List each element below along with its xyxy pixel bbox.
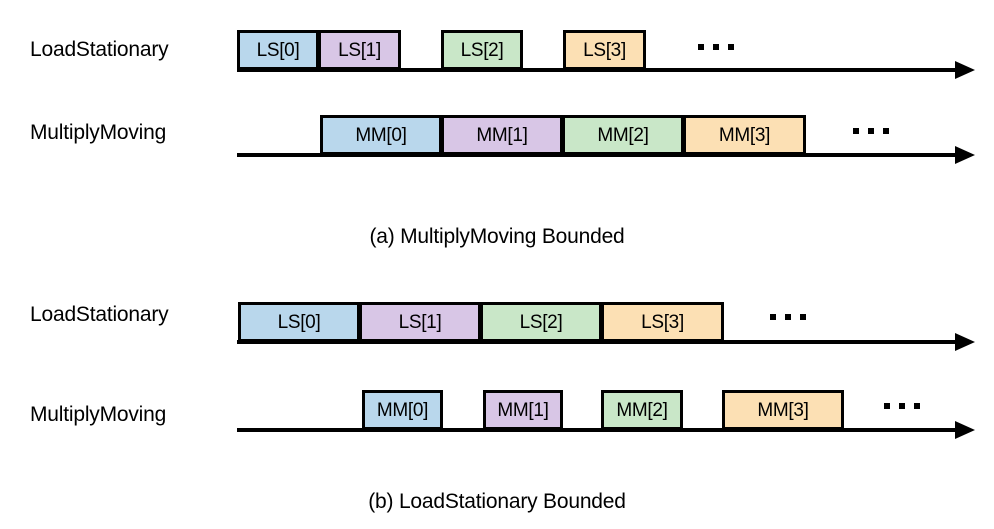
task-block: MM[3] — [722, 390, 844, 430]
timeline-axis-load-stationary — [237, 340, 955, 344]
continuation-ellipsis-load-stationary — [770, 314, 806, 320]
ellipsis-dot — [899, 403, 905, 409]
ellipsis-dot — [770, 314, 776, 320]
timeline-axis-load-stationary — [237, 68, 955, 72]
panel-caption-a: (a) MultiplyMoving Bounded — [369, 225, 625, 248]
ellipsis-dot — [785, 314, 791, 320]
task-block: MM[2] — [562, 115, 684, 155]
ellipsis-dot — [698, 44, 704, 50]
row-label-multiply-moving: MultiplyMoving — [30, 403, 167, 426]
task-block: MM[0] — [320, 115, 442, 155]
continuation-ellipsis-load-stationary — [698, 44, 734, 50]
row-label-multiply-moving: MultiplyMoving — [30, 121, 167, 144]
task-block: LS[3] — [563, 30, 646, 70]
ellipsis-dot — [853, 128, 859, 134]
ellipsis-dot — [728, 44, 734, 50]
row-label-load-stationary: LoadStationary — [30, 38, 169, 61]
timeline-arrowhead-load-stationary — [955, 61, 975, 79]
task-block: LS[2] — [480, 302, 602, 342]
continuation-ellipsis-multiply-moving — [884, 403, 920, 409]
task-block: LS[1] — [318, 30, 401, 70]
task-block: LS[2] — [441, 30, 523, 70]
ellipsis-dot — [713, 44, 719, 50]
panel-multiplymoving-bounded: LoadStationary LS[0]LS[1] LS[2] LS[3] Multip… — [30, 30, 975, 248]
ellipsis-dot — [884, 403, 890, 409]
task-block: LS[0] — [237, 30, 319, 70]
task-block: LS[3] — [601, 302, 724, 342]
timeline-axis-multiply-moving — [237, 153, 955, 157]
panel-loadstationary-bounded: LoadStationary LS[0]LS[1]LS[2]LS[3] Multip… — [0, 265, 994, 529]
ellipsis-dot — [800, 314, 806, 320]
timeline-arrowhead-multiply-moving — [955, 421, 975, 439]
timeline-arrowhead-load-stationary — [955, 333, 975, 351]
task-block: MM[1] — [483, 390, 563, 430]
ellipsis-dot — [883, 128, 889, 134]
row-label-load-stationary: LoadStationary — [30, 303, 169, 326]
task-block: MM[1] — [441, 115, 563, 155]
task-block: MM[3] — [683, 115, 806, 155]
panel-caption-b: (b) LoadStationary Bounded — [368, 490, 626, 513]
task-block: MM[2] — [601, 390, 683, 430]
task-block: MM[0] — [362, 390, 443, 430]
task-block: LS[0] — [238, 302, 360, 342]
timeline-axis-multiply-moving — [237, 428, 955, 432]
ellipsis-dot — [914, 403, 920, 409]
continuation-ellipsis-multiply-moving — [853, 128, 889, 134]
task-block: LS[1] — [359, 302, 481, 342]
ellipsis-dot — [868, 128, 874, 134]
timeline-arrowhead-multiply-moving — [955, 146, 975, 164]
